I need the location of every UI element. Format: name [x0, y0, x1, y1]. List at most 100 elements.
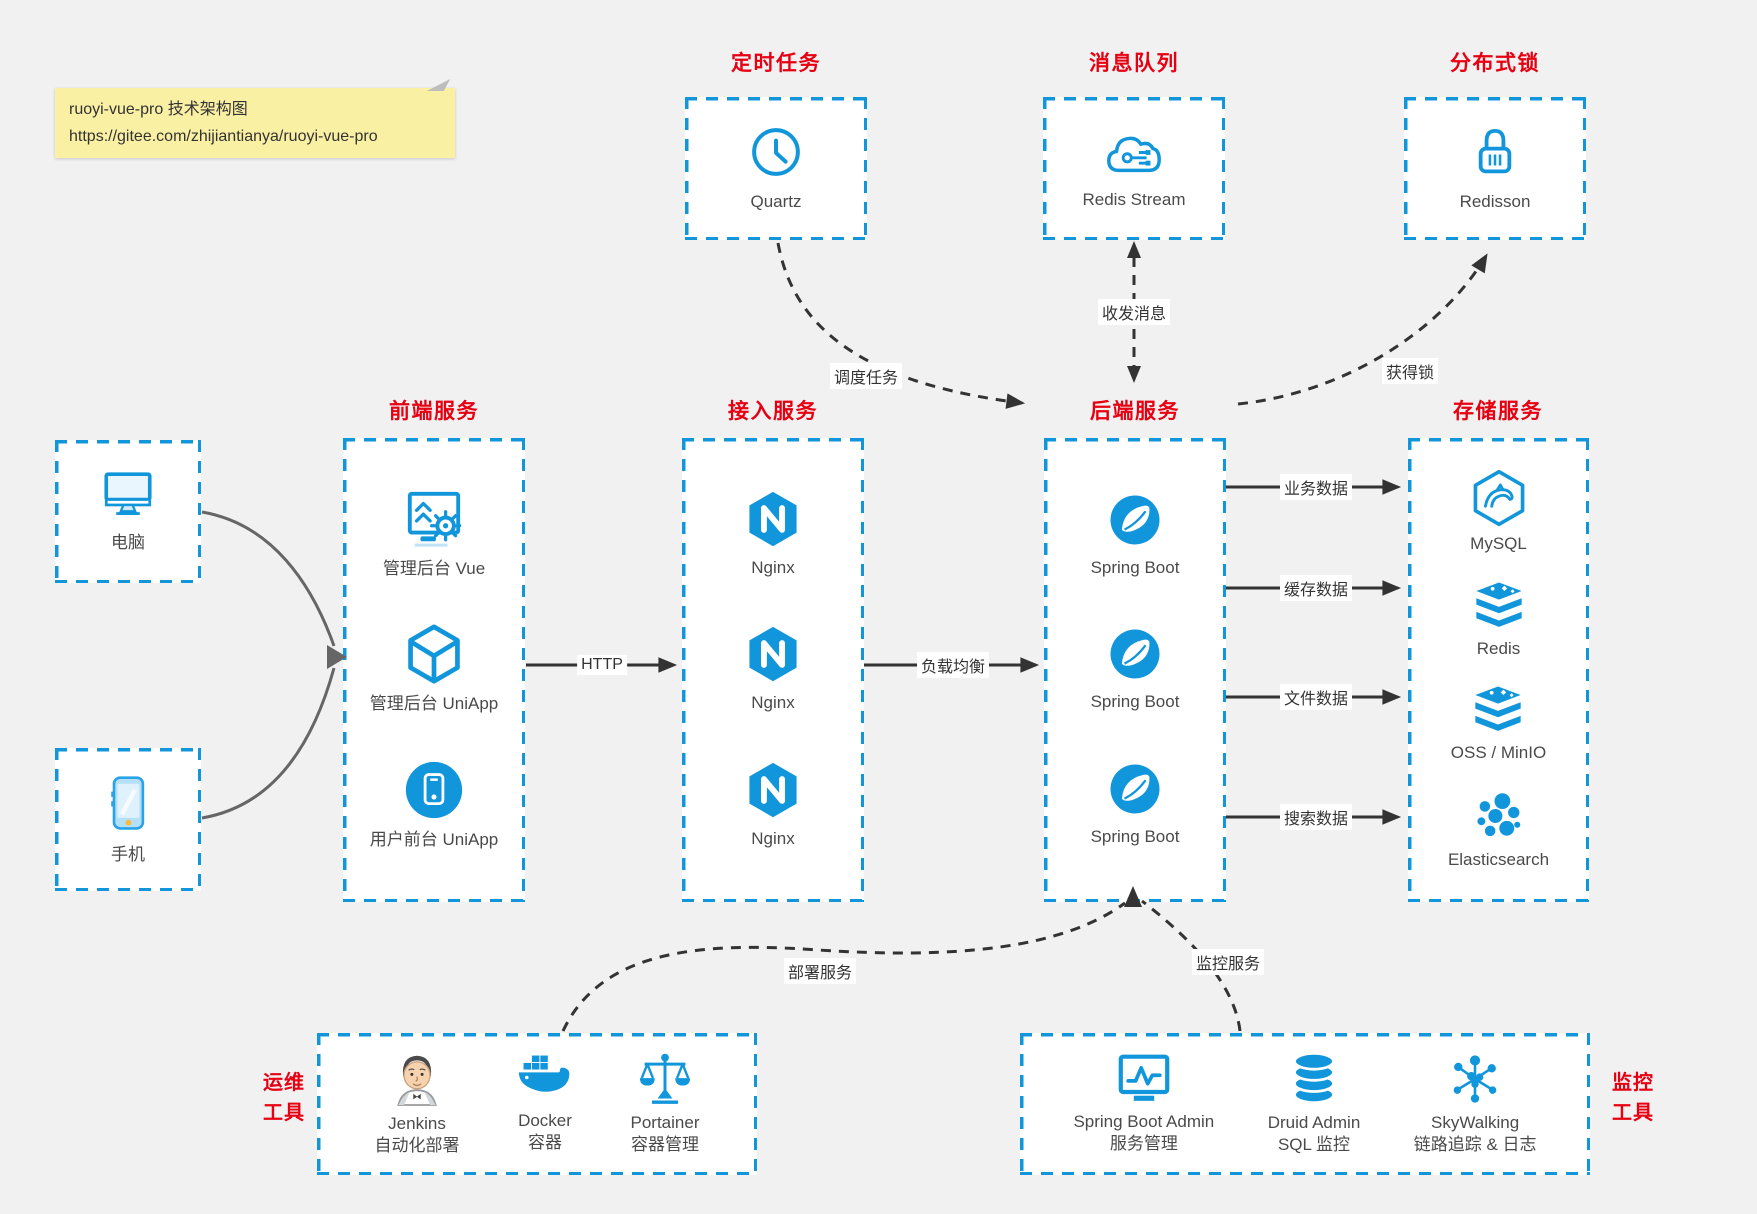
node-label: Spring Boot: [1090, 557, 1180, 577]
title-distributed-lock: 分布式锁: [1450, 52, 1540, 75]
acquire-lock-curve: [1237, 253, 1488, 406]
nginx-icon: [749, 491, 797, 547]
network-nodes-icon: [1453, 1055, 1497, 1103]
backend-services-box: Spring Boot Spring Boot Spring Boot: [1044, 438, 1226, 902]
admin-vue-node: 管理后台 Vue: [383, 489, 485, 580]
nginx-node: Nginx: [744, 625, 802, 714]
edge-label-business-data: 业务数据: [1279, 474, 1353, 500]
node-label: Spring Boot: [1090, 827, 1180, 847]
title-ops-tools: 运维 工具: [263, 1072, 305, 1124]
redis-stack-icon: [1475, 581, 1522, 627]
note-url: https://gitee.com/zhijiantianya/ruoyi-vu…: [69, 128, 378, 146]
quartz-box: Quartz: [685, 97, 867, 240]
elasticsearch-node: Elasticsearch: [1448, 789, 1549, 871]
title-message-queue: 消息队列: [1089, 52, 1179, 75]
node-label: Spring Boot Admin 服务管理: [1073, 1111, 1215, 1153]
node-label: Redis Stream: [1082, 189, 1186, 209]
desktop-icon: [104, 472, 152, 515]
monitor-chart-icon: [1118, 1054, 1170, 1101]
docker-node: Docker 容器: [517, 1054, 573, 1154]
ops-tools-box: Jenkins 自动化部署 Docker 容器: [317, 1033, 757, 1175]
title-access-services: 接入服务: [728, 400, 818, 423]
edge-label-search-data: 搜索数据: [1279, 804, 1353, 830]
node-label: Nginx: [751, 558, 795, 578]
node-label: 手机: [111, 844, 145, 864]
spring-boot-node: Spring Boot: [1090, 761, 1180, 848]
edge-label-acquire-lock: 获得锁: [1381, 358, 1439, 384]
spring-icon: [1110, 495, 1160, 545]
node-label: Spring Boot: [1090, 692, 1180, 712]
portainer-icon: [639, 1053, 691, 1104]
nginx-node: Nginx: [744, 490, 802, 579]
edge-label-monitor-service: 监控服务: [1191, 949, 1265, 975]
spring-boot-node: Spring Boot: [1090, 626, 1180, 713]
cloud-circuit-icon: [1107, 136, 1161, 173]
title-frontend-services: 前端服务: [389, 400, 479, 423]
access-services-box: Nginx Nginx Nginx: [682, 438, 864, 902]
database-icon: [1293, 1051, 1335, 1104]
jenkins-node: Jenkins 自动化部署: [375, 1051, 460, 1157]
storage-services-box: MySQL Redis OSS / MinIO: [1408, 438, 1589, 902]
elasticsearch-icon: [1477, 793, 1521, 837]
druid-admin-node: Druid Admin SQL 监控: [1267, 1051, 1361, 1156]
mysql-icon: [1473, 469, 1524, 526]
node-label: Elasticsearch: [1447, 850, 1550, 870]
node-label: Redis: [1476, 638, 1521, 658]
portainer-node: Portainer 容器管理: [630, 1052, 700, 1156]
user-uniapp-node: 用户前台 UniApp: [370, 760, 498, 851]
node-label: OSS / MinIO: [1450, 743, 1547, 763]
clock-icon: [752, 128, 800, 176]
uniapp-cube-icon: [408, 624, 460, 684]
spring-boot-admin-node: Spring Boot Admin 服务管理: [1073, 1053, 1214, 1155]
spring-boot-node: Spring Boot: [1090, 492, 1180, 579]
user-uniapp-icon: [405, 762, 463, 819]
admin-uniapp-node: 管理后台 UniApp: [370, 624, 498, 715]
title-monitor-tools: 监控 工具: [1612, 1072, 1654, 1124]
node-label: 电脑: [111, 532, 145, 552]
pc-client-box: 电脑: [55, 440, 201, 583]
nginx-icon: [749, 762, 797, 817]
node-label: Nginx: [751, 693, 795, 713]
edge-label-send-receive-message: 收发消息: [1097, 299, 1171, 325]
spring-icon: [1110, 764, 1160, 814]
node-label: SkyWalking 链路追踪 & 日志: [1413, 1112, 1537, 1154]
node-label: 管理后台 UniApp: [369, 694, 499, 714]
oss-minio-node: OSS / MinIO: [1451, 684, 1546, 764]
edge-label-schedule-job: 调度任务: [829, 363, 903, 389]
edge-label-cache-data: 缓存数据: [1279, 575, 1353, 601]
spring-icon: [1110, 629, 1160, 679]
redis-stream-box: Redis Stream: [1043, 97, 1225, 240]
jenkins-icon: [397, 1055, 437, 1106]
smartphone-icon: [111, 776, 145, 830]
edge-label-http: HTTP: [577, 655, 627, 675]
edge-label-file-data: 文件数据: [1279, 684, 1353, 710]
node-label: Druid Admin SQL 监控: [1267, 1112, 1361, 1154]
note-title: ruoyi-vue-pro 技术架构图: [69, 101, 248, 118]
title-storage-services: 存储服务: [1453, 400, 1543, 423]
phone-client-box: 手机: [55, 748, 201, 891]
node-label: Docker 容器: [518, 1110, 572, 1152]
pc-to-frontend-curve: [201, 510, 336, 647]
node-label: MySQL: [1470, 533, 1527, 553]
title-backend-services: 后端服务: [1090, 400, 1180, 423]
nginx-icon: [749, 627, 797, 682]
frontend-services-box: 管理后台 Vue 管理后台 UniApp 用户前台 UniApp: [343, 438, 525, 902]
node-label: Redisson: [1459, 191, 1531, 211]
nginx-node: Nginx: [744, 761, 802, 850]
sticky-note: ruoyi-vue-pro 技术架构图 https://gitee.com/zh…: [55, 88, 455, 159]
phone-to-frontend-curve: [201, 667, 336, 820]
node-label: Quartz: [750, 191, 802, 211]
padlock-icon: [1478, 128, 1512, 174]
node-label: 管理后台 Vue: [382, 558, 486, 578]
storage-stack-icon: [1475, 686, 1522, 732]
admin-vue-icon: [407, 491, 462, 547]
edge-label-deploy-service: 部署服务: [783, 958, 857, 984]
redis-node: Redis: [1470, 580, 1528, 660]
mysql-node: MySQL: [1470, 469, 1528, 555]
node-label: Portainer 容器管理: [630, 1112, 700, 1154]
edge-label-load-balance: 负载均衡: [916, 652, 990, 678]
monitor-tools-box: Spring Boot Admin 服务管理 Druid Admin SQL 监…: [1020, 1033, 1590, 1175]
message-arrowhead-down: [1127, 366, 1141, 383]
node-label: Jenkins 自动化部署: [374, 1113, 460, 1155]
